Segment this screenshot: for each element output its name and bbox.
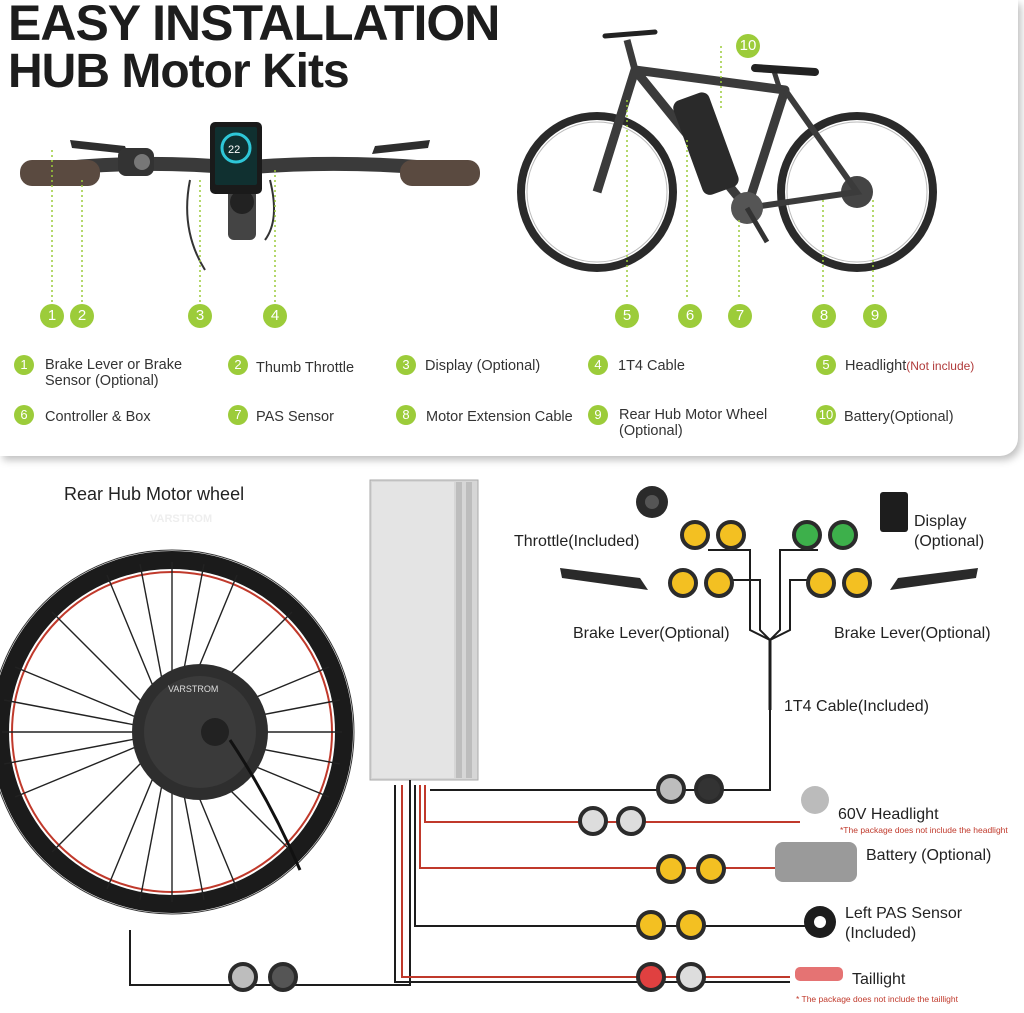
left-brake-lever-icon xyxy=(560,568,648,590)
callout-4: 4 xyxy=(263,304,287,328)
handlebar-illustration: 22 xyxy=(20,122,480,310)
rear-wheel xyxy=(777,112,937,272)
throttle-label: Throttle(Included) xyxy=(514,533,640,550)
brake-right-connector-b xyxy=(842,568,872,598)
right-brake-lever-icon xyxy=(372,140,430,154)
display-label: Display (Optional) xyxy=(914,513,985,550)
callout-10: 10 xyxy=(736,34,760,58)
legend-item-5: Headlight(Not include) xyxy=(845,358,974,374)
headlight-note: *The package does not include the headli… xyxy=(840,825,1008,835)
brake-right-connector-a xyxy=(806,568,836,598)
taillight-connector-a xyxy=(636,962,666,992)
bike-illustration xyxy=(517,29,937,300)
legend-num-1: 1 xyxy=(14,355,34,375)
pas-connector-b xyxy=(676,910,706,940)
legend-text-7: PAS Sensor xyxy=(256,409,334,425)
left-brake-lever-icon xyxy=(70,140,128,154)
battery-label: Battery (Optional) xyxy=(866,847,992,864)
callout-8: 8 xyxy=(812,304,836,328)
battery-icon xyxy=(775,842,857,882)
legend-note-5: (Not include) xyxy=(906,359,975,373)
legend-text-3: Display (Optional) xyxy=(425,358,541,374)
legend-text-2: Thumb Throttle xyxy=(256,360,355,376)
rim-brand: VARSTROM xyxy=(150,513,212,525)
pas-connector-a xyxy=(636,910,666,940)
legend-text-9: Rear Hub Motor Wheel (Optional) xyxy=(619,407,768,439)
throttle-icon xyxy=(636,486,668,518)
brake-left-label: Brake Lever(Optional) xyxy=(573,625,730,642)
legend-num-8: 8 xyxy=(396,405,416,425)
headlight-connector-a xyxy=(578,806,608,836)
display-connector-b xyxy=(828,520,858,550)
cable-label: 1T4 Cable(Included) xyxy=(784,698,929,715)
callout-5: 5 xyxy=(615,304,639,328)
rear-hub-motor-wheel: VARSTROM VARSTROM xyxy=(0,513,355,915)
overview-panel xyxy=(0,0,1018,456)
throttle-connector-b xyxy=(716,520,746,550)
legend-num-7: 7 xyxy=(228,405,248,425)
legend-text-8: Motor Extension Cable xyxy=(426,409,573,425)
headlight-label: 60V Headlight xyxy=(838,806,939,823)
controller-box xyxy=(369,479,479,781)
motor-connector-b xyxy=(268,962,298,992)
display-readout: 22 xyxy=(228,144,240,156)
cable-connector-a xyxy=(656,774,686,804)
battery-connector-a xyxy=(656,854,686,884)
legend-text-10: Battery(Optional) xyxy=(844,409,954,425)
throttle-connector-a xyxy=(680,520,710,550)
legend-text-5: Headlight xyxy=(845,358,907,374)
legend-num-9: 9 xyxy=(588,405,608,425)
legend-num-5: 5 xyxy=(816,355,836,375)
taillight-note: * The package does not include the taill… xyxy=(796,994,958,1004)
callout-3: 3 xyxy=(188,304,212,328)
motor-connector-a xyxy=(228,962,258,992)
battery-icon xyxy=(673,92,739,195)
headlight-icon xyxy=(801,786,829,814)
pas-label: Left PAS Sensor (Included) xyxy=(845,905,963,942)
callout-6: 6 xyxy=(678,304,702,328)
right-grip xyxy=(400,160,480,186)
headlight-connector-b xyxy=(616,806,646,836)
legend-num-2: 2 xyxy=(228,355,248,375)
wheel-title: Rear Hub Motor wheel xyxy=(64,484,245,504)
callout-1: 1 xyxy=(40,304,64,328)
legend-text-1: Brake Lever or Brake Sensor (Optional) xyxy=(45,357,183,389)
legend-num-10: 10 xyxy=(816,405,836,425)
callout-7: 7 xyxy=(728,304,752,328)
right-brake-lever-icon xyxy=(890,568,978,590)
callout-2: 2 xyxy=(70,304,94,328)
front-wheel xyxy=(517,112,677,272)
left-grip xyxy=(20,160,100,186)
brake-left-connector-b xyxy=(704,568,734,598)
brake-right-label: Brake Lever(Optional) xyxy=(834,625,991,642)
battery-connector-b xyxy=(696,854,726,884)
legend-text-6: Controller & Box xyxy=(45,409,151,425)
brake-left-connector-a xyxy=(668,568,698,598)
display-icon xyxy=(880,492,908,532)
taillight-connector-b xyxy=(676,962,706,992)
title-line-2: HUB Motor Kits xyxy=(8,45,350,98)
cable-connector-b xyxy=(694,774,724,804)
callout-9: 9 xyxy=(863,304,887,328)
legend-num-6: 6 xyxy=(14,405,34,425)
legend-num-4: 4 xyxy=(588,355,608,375)
legend-text-4: 1T4 Cable xyxy=(618,358,685,374)
title-line-1: EASY INSTALLATION xyxy=(8,0,500,51)
taillight-label: Taillight xyxy=(852,971,906,988)
display-connector-a xyxy=(792,520,822,550)
taillight-icon xyxy=(795,967,843,981)
legend-num-3: 3 xyxy=(396,355,416,375)
hub-brand: VARSTROM xyxy=(168,684,218,694)
wiring-diagram: VARSTROM VARSTROM xyxy=(0,479,978,986)
